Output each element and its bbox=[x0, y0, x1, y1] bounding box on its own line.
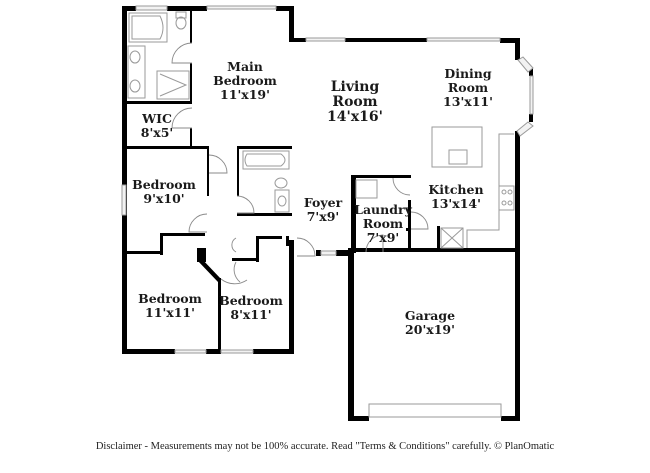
room-label-garage: Garage 20'x19' bbox=[405, 309, 455, 337]
room-name: Bedroom bbox=[219, 293, 283, 308]
room-dimensions: 7'x9' bbox=[366, 230, 400, 245]
room-name: Garage bbox=[404, 308, 456, 323]
room-name: Main bbox=[227, 59, 263, 74]
room-name: Dining bbox=[444, 66, 492, 81]
room-label-bedroom-3: Bedroom 11'x11' bbox=[138, 292, 202, 320]
room-name: Room bbox=[362, 216, 404, 231]
room-label-foyer: Foyer 7'x9' bbox=[304, 196, 342, 224]
room-dimensions: 9'x10' bbox=[143, 191, 185, 206]
room-label-main-bedroom: Main Bedroom 11'x19' bbox=[213, 60, 277, 102]
room-label-dining-room: Dining Room 13'x11' bbox=[443, 67, 493, 109]
room-dimensions: 11'x11' bbox=[145, 305, 195, 320]
windows bbox=[121, 5, 534, 418]
room-name: Room bbox=[332, 94, 378, 110]
room-name: Bedroom bbox=[213, 73, 277, 88]
room-name: Foyer bbox=[303, 195, 343, 210]
room-name: Living bbox=[330, 79, 380, 95]
room-name: Room bbox=[447, 80, 489, 95]
room-name: Kitchen bbox=[428, 182, 484, 197]
room-name: Laundry bbox=[354, 202, 412, 217]
room-dimensions: 7'x9' bbox=[306, 209, 340, 224]
doors bbox=[171, 42, 429, 285]
room-label-wic: WIC 8'x5' bbox=[141, 112, 174, 140]
room-label-living-room: Living Room 14'x16' bbox=[327, 80, 383, 125]
room-dimensions: 20'x19' bbox=[405, 322, 455, 337]
room-name: Bedroom bbox=[132, 177, 196, 192]
room-name: Bedroom bbox=[138, 291, 202, 306]
room-name: WIC bbox=[142, 111, 172, 126]
room-label-laundry-room: Laundry Room 7'x9' bbox=[354, 203, 412, 245]
room-dimensions: 11'x19' bbox=[220, 87, 270, 102]
room-label-bedroom-4: Bedroom 8'x11' bbox=[219, 294, 283, 322]
room-label-bedroom-2: Bedroom 9'x10' bbox=[132, 178, 196, 206]
room-dimensions: 8'x5' bbox=[140, 125, 174, 140]
room-dimensions: 8'x11' bbox=[230, 307, 272, 322]
room-dimensions: 13'x14' bbox=[431, 196, 481, 211]
room-dimensions: 13'x11' bbox=[443, 94, 493, 109]
room-dimensions: 14'x16' bbox=[327, 109, 383, 125]
room-label-kitchen: Kitchen 13'x14' bbox=[428, 183, 483, 211]
interior-walls bbox=[127, 11, 440, 349]
fixtures bbox=[127, 11, 515, 249]
exterior-walls bbox=[122, 6, 533, 421]
disclaimer-text: Disclaimer - Measurements may not be 100… bbox=[95, 441, 555, 452]
